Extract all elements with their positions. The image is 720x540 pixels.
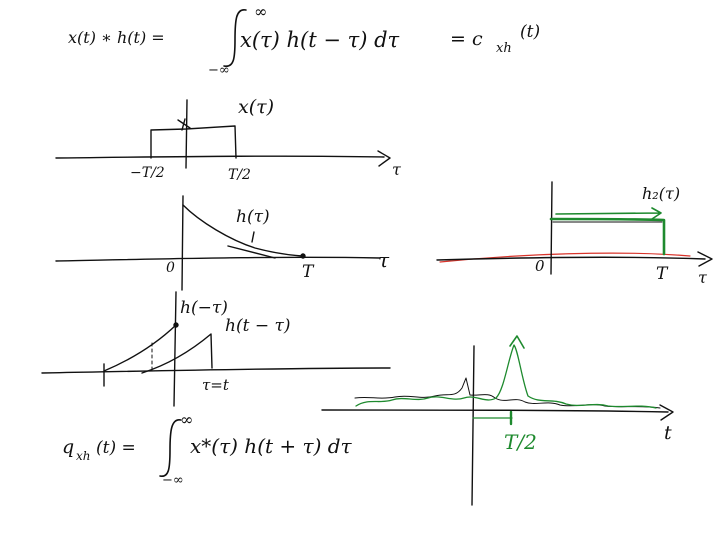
plot-h2-axis-var: τ xyxy=(698,268,707,287)
plot-h-tick-dot xyxy=(300,253,306,259)
plot-h2-axis xyxy=(436,256,706,261)
plot-corr-vertical-axis xyxy=(471,345,475,506)
plot-x-vertical-axis xyxy=(185,99,188,169)
plot-h-minus-tau-curve xyxy=(103,324,177,372)
plot-flip-label-a: h(−τ) xyxy=(180,298,228,318)
plot-h-curve xyxy=(182,204,303,257)
plot-h-origin: 0 xyxy=(166,260,175,276)
plot-corr-green-arrow xyxy=(509,335,525,349)
plot-x-marker xyxy=(177,118,191,131)
plot-correlation xyxy=(321,335,674,506)
plot-h2-rectangle xyxy=(549,217,666,256)
correlation-integral-upper: ∞ xyxy=(180,410,194,429)
plot-h-label-pointer xyxy=(251,231,255,243)
plot-h-tick: T xyxy=(302,262,314,282)
plot-h-curve-label: h(τ) xyxy=(236,207,270,227)
plot-flip-label-b: h(t − τ) xyxy=(225,316,291,336)
plot-corr-axis-var: t xyxy=(664,422,672,444)
convolution-rhs-arg: (t) xyxy=(520,22,541,42)
plot-x-arrowhead xyxy=(377,150,391,167)
plot-flip-vertical-axis xyxy=(173,291,177,407)
convolution-rhs-sub: xh xyxy=(496,41,512,56)
correlation-integral-lower: −∞ xyxy=(162,473,184,488)
correlation-integrand: x*(τ) h(t + τ) dτ xyxy=(190,434,352,458)
plot-h-axis-var: τ xyxy=(378,248,390,272)
plot-h-axis xyxy=(55,256,381,262)
correlation-integral-sign xyxy=(159,419,182,477)
convolution-lhs: x(t) ∗ h(t) = xyxy=(68,28,165,47)
plot-h2-top-arrow xyxy=(555,207,662,220)
correlation-lhs: q xyxy=(62,436,75,458)
plot-h-vertical-axis xyxy=(181,195,184,291)
plot-x-axis-var: τ xyxy=(392,160,401,179)
plot-h2-origin: 0 xyxy=(535,257,545,275)
correlation-lhs-sub: xh xyxy=(76,449,91,463)
correlation-lhs-arg: (t) = xyxy=(96,438,136,458)
plot-corr-black-trace xyxy=(354,377,661,409)
convolution-integrand: x(τ) h(t − τ) dτ xyxy=(240,28,400,52)
plot-h-t-minus-tau-curve xyxy=(141,333,213,374)
plot-h2-tau xyxy=(436,181,713,275)
plot-x-tick-left: −T/2 xyxy=(130,165,165,181)
plot-h2-tick: T xyxy=(656,264,668,284)
plot-x-axis xyxy=(55,155,385,159)
plot-x-tau xyxy=(55,99,391,169)
plot-x-rectangle xyxy=(150,125,237,159)
plot-h2-vertical-axis xyxy=(550,181,553,275)
plot-x-curve-label: x(τ) xyxy=(238,96,275,118)
plot-h2-arrowhead xyxy=(697,251,713,267)
convolution-rhs: = c xyxy=(450,28,483,50)
plot-corr-green-trace xyxy=(355,344,657,409)
plot-h-tau xyxy=(55,195,381,291)
plot-corr-tick: T/2 xyxy=(504,430,537,454)
plot-flip-axis xyxy=(41,367,391,374)
plot-corr-axis xyxy=(321,409,669,413)
convolution-integral-lower: −∞ xyxy=(208,63,230,78)
plot-flip-tick: τ=t xyxy=(202,376,229,394)
plot-h-curve-underline xyxy=(227,245,276,259)
plot-flipped-h xyxy=(41,291,391,407)
plot-x-tick-right: T/2 xyxy=(228,167,251,183)
convolution-integral-upper: ∞ xyxy=(254,2,268,21)
plot-corr-arrowhead xyxy=(659,404,674,421)
convolution-integral-sign xyxy=(223,9,247,67)
plot-h-minus-tau-dot xyxy=(173,322,179,328)
plot-h2-curve-label: h₂(τ) xyxy=(642,184,681,203)
